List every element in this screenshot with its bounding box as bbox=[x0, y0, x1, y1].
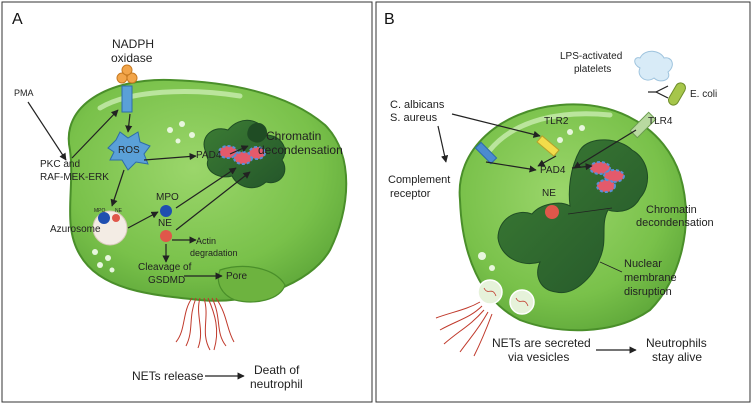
complement-label-line2: receptor bbox=[390, 188, 431, 200]
chromatin-strands-b bbox=[589, 161, 625, 193]
nuclear-label-line2: membrane bbox=[624, 272, 677, 284]
e-coli-icon bbox=[668, 82, 686, 106]
platelet-icon bbox=[634, 50, 673, 82]
pkc-label-line2: RAF-MEK-ERK bbox=[40, 172, 109, 183]
granules-a bbox=[92, 121, 195, 273]
arrows-b bbox=[437, 85, 669, 354]
ne-dot-b bbox=[545, 205, 559, 219]
calbicans-label: C. albicans bbox=[390, 99, 445, 111]
chromatin-label-b-line1: Chromatin bbox=[646, 204, 697, 216]
saureus-label: S. aureus bbox=[390, 112, 438, 124]
pma-label: PMA bbox=[14, 88, 34, 98]
chromatin-strands-a bbox=[218, 145, 266, 165]
nadph-label: NADPH bbox=[112, 37, 154, 51]
complement-receptor-icon bbox=[474, 141, 498, 165]
ne-label: NE bbox=[158, 218, 172, 229]
ne-label-b: NE bbox=[542, 188, 556, 199]
ecoli-label: E. coli bbox=[690, 89, 717, 100]
azurosome-icon bbox=[92, 210, 128, 246]
panel-b-frame bbox=[375, 1, 751, 403]
chromatin-label-a-line2: decondensation bbox=[258, 143, 343, 157]
arrows-a bbox=[27, 101, 251, 380]
lps-label-line1: LPS-activated bbox=[560, 51, 622, 62]
mpo-dot bbox=[160, 205, 172, 217]
net-strands-a bbox=[175, 297, 235, 351]
net-vesicles-b bbox=[477, 279, 535, 315]
panel-a-frame bbox=[1, 1, 373, 403]
nadph-oxidase-icon bbox=[116, 64, 138, 113]
tlr2-label: TLR2 bbox=[544, 116, 569, 127]
alive-label-line2: stay alive bbox=[652, 350, 702, 364]
nets-secreted-label-line2: via vesicles bbox=[508, 350, 569, 364]
ros-label: ROS bbox=[118, 145, 140, 156]
panel-b-letter: B bbox=[384, 11, 395, 28]
granules-b bbox=[478, 125, 585, 271]
chromatin-label-a-line1: Chromatin bbox=[266, 129, 321, 143]
lps-label-line2: platelets bbox=[574, 64, 611, 75]
pad4-label-a: PAD4 bbox=[196, 150, 222, 161]
net-strands-b bbox=[435, 301, 493, 357]
nets-release-label: NETs release bbox=[132, 369, 204, 383]
nuclear-label-line3: disruption bbox=[624, 286, 672, 298]
nets-secreted-label-line1: NETs are secreted bbox=[492, 336, 591, 350]
pore-label: Pore bbox=[226, 271, 248, 282]
chromatin-label-b-line2: decondensation bbox=[636, 217, 714, 229]
nuclear-label-line1: Nuclear bbox=[624, 258, 662, 270]
actin-label-line1: Actin bbox=[196, 236, 216, 246]
azurosome-mpo-label: MPO bbox=[94, 208, 106, 214]
complement-label-line1: Complement bbox=[388, 174, 450, 186]
death-label-line1: Death of bbox=[254, 363, 300, 377]
ros-burst-icon bbox=[107, 131, 151, 171]
oxidase-label: oxidase bbox=[111, 51, 153, 65]
alive-label-line1: Neutrophils bbox=[646, 336, 707, 350]
mpo-label: MPO bbox=[156, 192, 179, 203]
tlr2-icon bbox=[536, 135, 560, 157]
azurosome-label: Azurosome bbox=[50, 224, 101, 235]
tlr4-label: TLR4 bbox=[648, 116, 673, 127]
pkc-label-line1: PKC and bbox=[40, 159, 80, 170]
panel-a-letter: A bbox=[12, 11, 23, 28]
pad4-label-b: PAD4 bbox=[540, 165, 566, 176]
ne-dot bbox=[160, 230, 172, 242]
azurosome-ne-label: NE bbox=[115, 208, 123, 214]
actin-label-line2: degradation bbox=[190, 248, 238, 258]
cleavage-label-line2: GSDMD bbox=[148, 275, 185, 286]
death-label-line2: neutrophil bbox=[250, 377, 303, 391]
cleavage-label-line1: Cleavage of bbox=[138, 262, 192, 273]
tlr4-icon bbox=[629, 111, 657, 139]
